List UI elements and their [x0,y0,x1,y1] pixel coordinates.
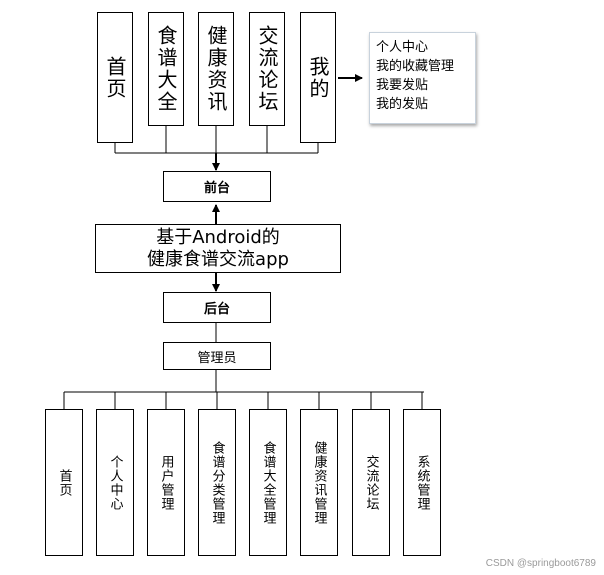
top-feature-label: 我的 [306,55,330,100]
admin-feature-system-management: 系统管理 [403,409,441,556]
admin-feature-label: 首页 [56,468,72,497]
admin-feature-user-management: 用户管理 [147,409,185,556]
top-feature-health-news: 健康资讯 [198,12,234,126]
top-feature-label: 交流论坛 [255,25,279,113]
admin-feature-recipes-management: 食谱大全管理 [249,409,287,556]
frontend-label: 前台 [203,181,230,196]
admin-feature-label: 用户管理 [158,454,174,511]
backend-label: 后台 [203,302,230,317]
admin-feature-label: 食谱分类管理 [209,440,225,525]
watermark: CSDN @springboot6789 [485,558,596,569]
admin-feature-label: 系统管理 [414,454,430,511]
top-feature-label: 首页 [103,55,127,100]
admin-feature-label: 健康资讯管理 [311,440,327,525]
backend-box: 后台 [163,292,271,323]
admin-feature-label: 个人中心 [107,454,123,511]
admin-label: 管理员 [197,350,237,366]
top-feature-label: 健康资讯 [204,25,228,113]
submenu-item: 我要发贴 [376,78,429,93]
admin-feature-home: 首页 [45,409,83,556]
top-feature-label: 食谱大全 [154,25,178,113]
top-feature-forum: 交流论坛 [249,12,285,126]
top-feature-recipes: 食谱大全 [148,12,184,126]
top-feature-mine: 我的 [300,12,336,143]
admin-feature-forum: 交流论坛 [352,409,390,556]
admin-feature-recipe-category: 食谱分类管理 [198,409,236,556]
admin-feature-label: 食谱大全管理 [260,440,276,525]
mine-submenu: 个人中心 我的收藏管理 我要发贴 我的发贴 [369,32,476,124]
submenu-item: 个人中心 [376,40,429,55]
frontend-box: 前台 [163,171,271,202]
submenu-item: 我的收藏管理 [376,59,455,74]
system-title-box: 基于Android的 健康食谱交流app [95,224,341,273]
admin-box: 管理员 [163,342,271,370]
submenu-item: 我的发贴 [376,97,429,112]
admin-feature-health-news-management: 健康资讯管理 [300,409,338,556]
top-feature-home: 首页 [97,12,133,143]
admin-feature-personal-center: 个人中心 [96,409,134,556]
system-title-line: 健康食谱交流app [147,248,289,270]
system-title-line: 基于Android的 [156,226,280,248]
admin-feature-label: 交流论坛 [363,454,379,511]
